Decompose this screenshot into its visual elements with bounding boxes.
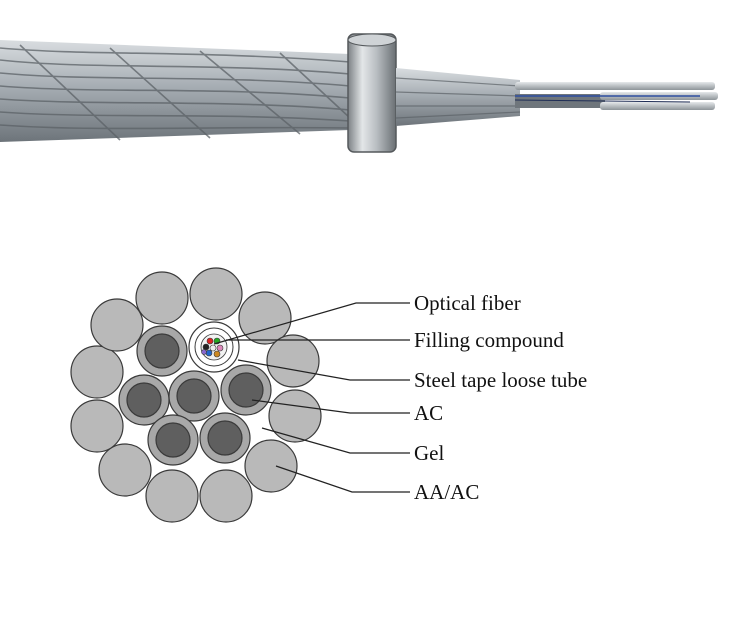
ac-strand (136, 325, 188, 377)
labels: Optical fiber Filling compound Steel tap… (414, 291, 587, 504)
outer-strand (98, 443, 152, 497)
outer-strand (244, 439, 298, 493)
cable-taper (396, 68, 520, 126)
label-optical-fiber: Optical fiber (414, 291, 521, 315)
outer-strand (266, 334, 320, 388)
ring-clamp (347, 33, 397, 153)
leader-gel (261, 427, 410, 454)
leader-ac (251, 399, 410, 414)
label-filling-compound: Filling compound (414, 328, 564, 352)
outer-strand (199, 469, 253, 523)
cable-strands (0, 44, 351, 141)
rod-1 (515, 82, 715, 90)
ac-strand (147, 414, 199, 466)
cable-photo (0, 33, 718, 153)
outer-strand (238, 291, 292, 345)
label-ac: AC (414, 401, 443, 425)
ac-strand (168, 370, 220, 422)
outer-strand (189, 267, 243, 321)
outer-strand (268, 389, 322, 443)
leader-optical-fiber (213, 302, 410, 345)
outer-strand (70, 399, 124, 453)
outer-strand (70, 345, 124, 399)
outer-strand (145, 469, 199, 523)
optical-fibers (201, 337, 224, 358)
outer-strand (90, 298, 144, 352)
rod-3 (600, 102, 715, 110)
cross-section (70, 267, 322, 523)
label-steel-tape-loose-tube: Steel tape loose tube (414, 368, 587, 392)
outer-strand (135, 271, 189, 325)
leader-steel-tape (237, 359, 410, 381)
leader-aa-ac (275, 465, 410, 493)
ac-strand (118, 374, 170, 426)
label-aa-ac: AA/AC (414, 480, 479, 504)
ac-strand (220, 364, 272, 416)
label-gel: Gel (414, 441, 444, 465)
leader-lines (213, 302, 410, 493)
steel-tape-loose-tube (188, 321, 240, 373)
ac-strand (199, 412, 251, 464)
